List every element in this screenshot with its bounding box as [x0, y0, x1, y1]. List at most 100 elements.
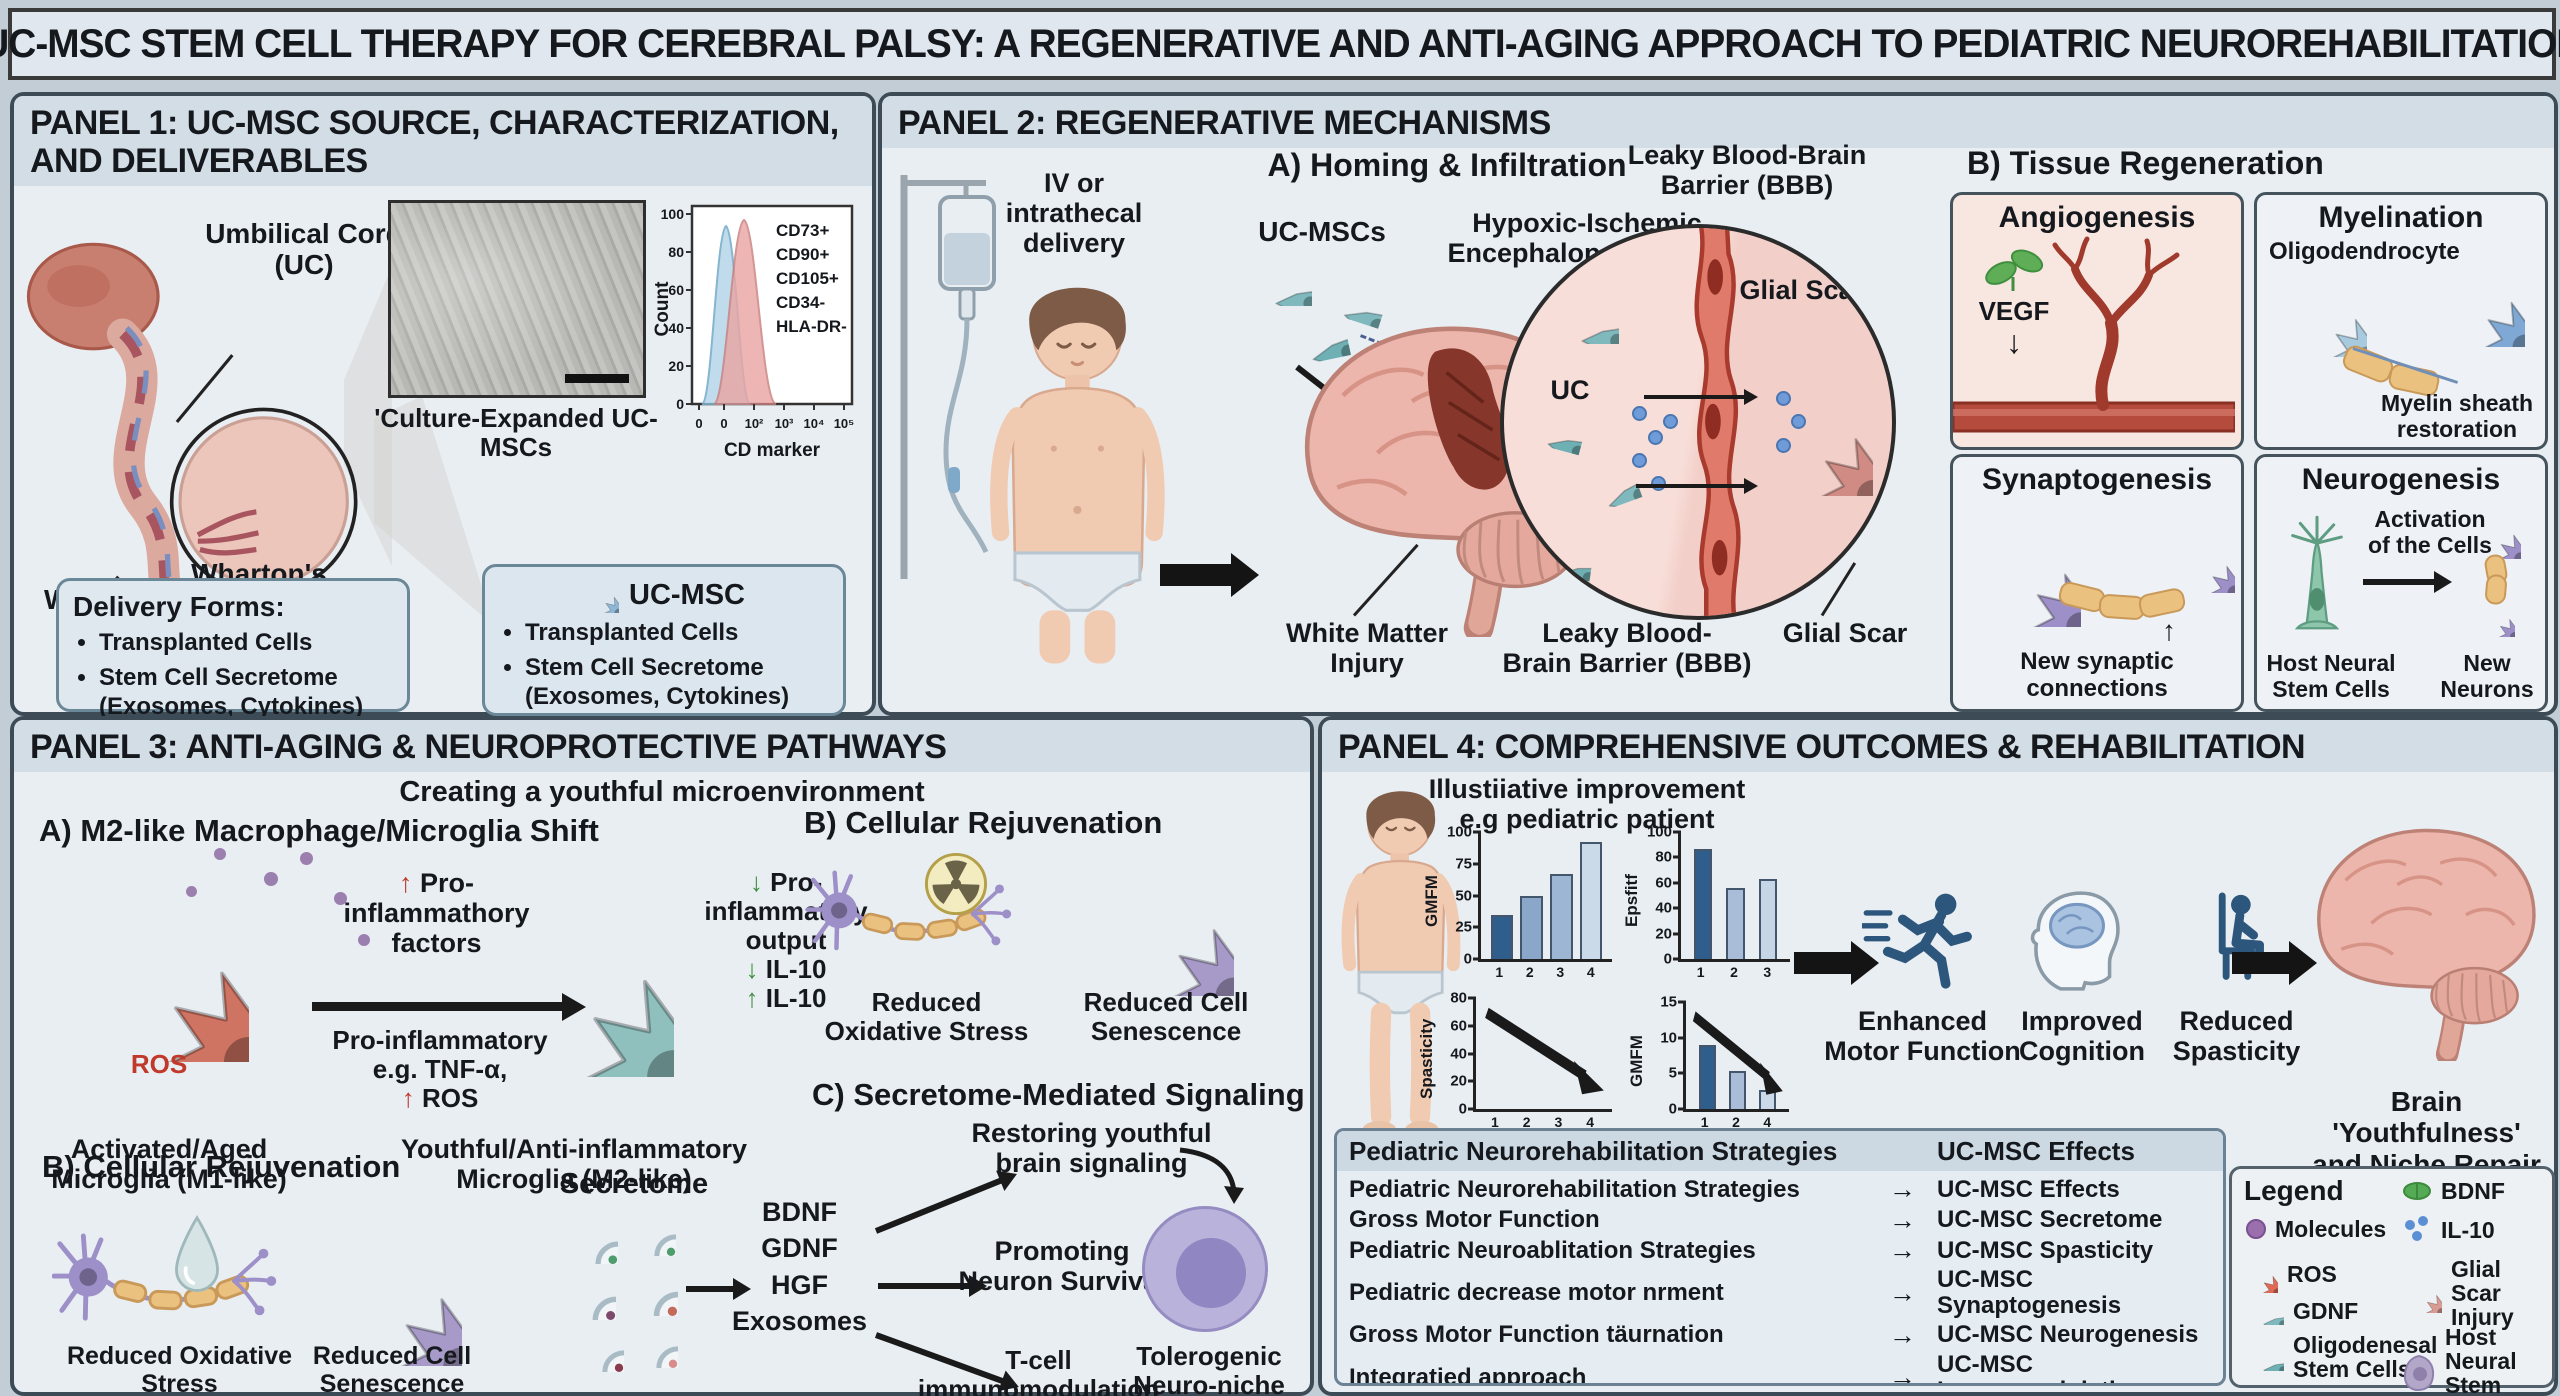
target-promoting-label: Promoting Neuron Survival — [958, 1236, 1166, 1297]
ucmsc-cell — [1556, 450, 1643, 522]
white-matter-label: White Matter Injury — [1286, 618, 1448, 679]
ros-text: ROS — [421, 1083, 479, 1114]
legend-item-il10: IL-10 — [2402, 1215, 2495, 1245]
m2-label: Youthful/Anti-inflammatory Microglia (M2… — [401, 1134, 747, 1195]
m1-microglia-cell — [49, 862, 249, 1062]
umbilical-cord-label: Umbilical Cord (UC) — [205, 218, 403, 281]
myelin-caption: Myelin sheath restoration — [2380, 390, 2534, 442]
illustrative-line2: e.g pediatric patient — [1459, 804, 1715, 835]
outcome-motor-label: Enhanced Motor Function — [1824, 1006, 2021, 1067]
panel-1: PANEL 1: UC-MSC SOURCE, CHARACTERIZATION… — [10, 92, 876, 720]
activation-arrow — [2363, 579, 2435, 585]
legend-item-host-neural: Host Neural Stem Cells — [2402, 1325, 2555, 1396]
panel1-header-line1: PANEL 1: UC-MSC SOURCE, CHARACTERIZATION… — [30, 104, 839, 142]
up-arrow: ↑ — [745, 983, 759, 1014]
svg-text:HLA-DR-: HLA-DR- — [776, 317, 847, 336]
il10-text: IL-10 — [765, 954, 827, 985]
curved-arrow — [1179, 1147, 1244, 1204]
panel3-section-a: A) M2-like Macrophage/Microglia Shift — [39, 813, 599, 848]
molecule-dot — [1663, 414, 1679, 430]
panel1-header-line2: AND DELIVERABLES — [30, 142, 368, 181]
new-neuron-cell — [2467, 505, 2521, 559]
ucmsc-cell — [1524, 526, 1596, 581]
angiogenesis-illustration — [1953, 236, 2235, 433]
svg-text:0: 0 — [695, 416, 702, 431]
table-row-left: Pediatric Neurorehabilitation Strategies — [1349, 1175, 1800, 1203]
table-row-right: UC-MSC Effects — [1937, 1175, 2120, 1203]
legend-label: ROS — [2287, 1260, 2337, 1287]
panel3-section-b-bottom: B) Cellular Rejuvenation — [42, 1149, 401, 1184]
factor-exosomes: Exosomes — [732, 1306, 868, 1337]
new-neurons-label: New Neurons — [2440, 650, 2534, 702]
healthy-brain-illustration — [2294, 782, 2552, 1082]
svg-text:100: 100 — [661, 206, 685, 222]
panel1-header: PANEL 1: UC-MSC SOURCE, CHARACTERIZATION… — [14, 96, 872, 187]
pro-inflammatory-factors-text: Pro-inflammathory factors — [343, 868, 530, 959]
il10-text: IL-10 — [765, 983, 827, 1014]
injured-brain-illustration — [1274, 292, 1619, 637]
delivery-to-brain-arrow — [1160, 564, 1232, 586]
exosome-vesicle — [622, 1260, 678, 1316]
oligodenesal-icon — [2240, 1343, 2284, 1371]
myelination-title: Myelination — [2318, 201, 2484, 234]
culture-micrograph — [388, 200, 646, 398]
molecule-dot — [186, 886, 197, 897]
iv-drip-icon — [900, 175, 996, 579]
svg-text:CD34-: CD34- — [776, 293, 825, 312]
il10-icon — [2405, 1216, 2428, 1241]
flow-cytometry-chart: 100 80 60 40 20 0 0 0 10² 10³ 10⁴ 10⁵ Co… — [654, 204, 855, 461]
arrow-icon: → — [1889, 1174, 1916, 1204]
table-row-right: UC-MSC Immunmodulation — [1937, 1350, 2145, 1383]
bdnf-icon — [2403, 1182, 2431, 1201]
svg-text:20: 20 — [668, 358, 684, 374]
angiogenesis-box: Angiogenesis VEGF ↓ — [1950, 192, 2244, 450]
table-row-right: UC-MSC Synaptogenesis — [1937, 1266, 2122, 1320]
micrograph-caption: 'Culture-Expanded UC-MSCs — [374, 403, 658, 463]
glial-scar-cell — [1745, 368, 1873, 496]
host-neural-icon — [2403, 1355, 2435, 1392]
target-restoring-label: Restoring youthful brain signaling — [971, 1118, 1212, 1179]
vegf-down-arrow: ↓ — [2006, 324, 2022, 360]
table-row-right: UC-MSC Secretome — [1937, 1206, 2163, 1234]
m1-label: Activated/Aged Microglia (M1-like) — [51, 1134, 287, 1195]
bar — [1759, 1089, 1777, 1109]
uc-inset-label: UC — [1550, 375, 1590, 406]
ucmsc-box-title: UC-MSC — [629, 578, 745, 611]
svg-text:0: 0 — [676, 396, 684, 412]
svg-text:10⁵: 10⁵ — [834, 416, 855, 431]
microglia-shift-arrow — [312, 1002, 564, 1011]
legend-label: Glial Scar Injury — [2451, 1256, 2514, 1331]
reduced-oxidative-stress-label: Reduced Oxidative Stress — [824, 987, 1029, 1047]
synaptogenesis-box: Synaptogenesis ↑ New synaptic connection… — [1950, 454, 2244, 712]
ucmscs-label: UC-MSCs — [1258, 216, 1386, 247]
bar — [1728, 1071, 1747, 1109]
bbb-crossing-arrow — [1635, 484, 1745, 489]
table-row-left: Pediatric Neuroablitation Strategies — [1349, 1237, 1756, 1265]
bbb-bottom-label: Leaky Blood- Brain Barrier (BBB) — [1482, 618, 1772, 678]
svg-text:Count: Count — [654, 281, 673, 337]
table-row-left: Gross Motor Function täurnation — [1349, 1321, 1724, 1349]
pediatric-patient-illustration — [990, 287, 1165, 664]
illustrative-improvement-label: Illustiiative improvement e.g pediatric … — [1417, 774, 1757, 834]
bar — [1693, 848, 1713, 959]
bar — [1550, 873, 1573, 959]
signaling-arrow-up — [874, 1177, 1003, 1234]
legend-item-molecules: Molecules — [2246, 1217, 2386, 1241]
bar — [1698, 1044, 1716, 1109]
svg-text:CD marker: CD marker — [724, 440, 821, 461]
delivery-item: Stem Cell Secretome (Exosomes, Cytokines… — [99, 664, 393, 722]
molecule-dot — [1632, 453, 1648, 469]
droplet-icon — [175, 1215, 219, 1292]
table-header-left: Pediatric Neurorehabilitation Strategies — [1349, 1135, 1838, 1166]
glial-scar-bottom-label: Glial Scar — [1782, 618, 1908, 648]
dendrite-terminal — [2175, 533, 2235, 593]
panel-3: PANEL 3: ANTI-AGING & NEUROPROTECTIVE PA… — [10, 716, 1314, 1396]
host-cells-label: Host Neural Stem Cells — [2266, 650, 2396, 702]
molecule-dot — [300, 852, 313, 865]
legend-item-gdnf: GDNF — [2240, 1297, 2358, 1325]
molecule-dot — [214, 848, 226, 860]
factor-gdnf: GDNF — [761, 1233, 838, 1264]
